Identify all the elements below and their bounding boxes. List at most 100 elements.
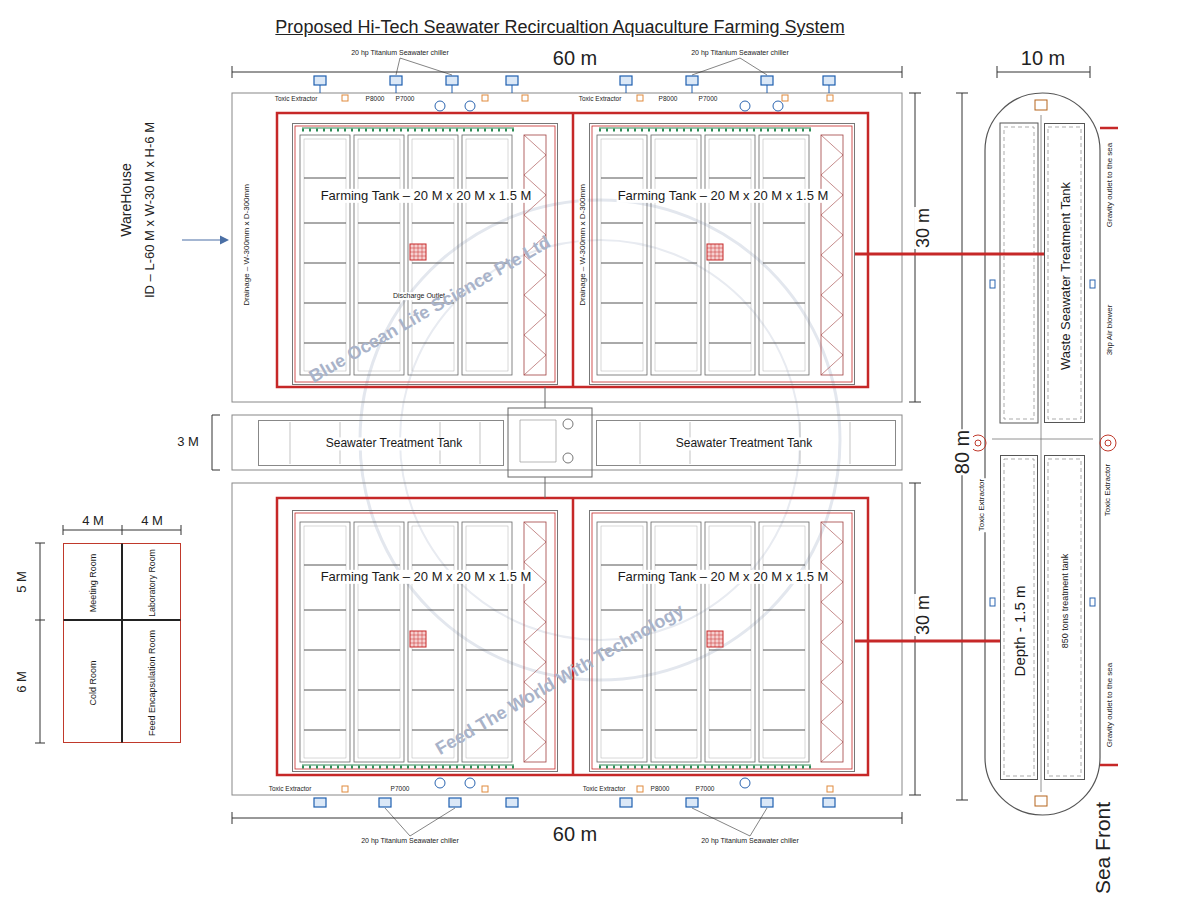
drawing-circle [465,778,475,788]
drawing-rect [827,786,833,792]
note-label: Drainage – W-300mm x D-300mm [243,183,252,307]
treatment-tank: Seawater Treatment Tank [596,420,896,466]
drawing-rect [637,95,643,101]
note-label: 20 hp Titanium Seawater chiller [700,837,800,845]
drawing-path [985,93,1100,815]
dimension-label: Sea Front [1091,801,1114,895]
note-label: 20 hp Titanium Seawater chiller [690,49,790,57]
node-label: Farming Tank – 20 M x 20 M x 1.5 M [320,570,533,584]
drawing-rect [342,95,348,101]
dimension-label: 4 M [81,514,105,528]
drawing-circle [1105,440,1111,446]
farming-tank: Farming Tank – 20 M x 20 M x 1.5 M [292,510,558,772]
drawing-circle [740,101,750,111]
dimension-label: 10 m [1020,47,1066,69]
drawing-rect [277,498,868,775]
drawing-line [182,239,222,240]
drawing-path [35,543,45,743]
diagram-title: Proposed Hi-Tech Seawater Recircualtion … [275,17,844,38]
drawing-rect [1035,100,1047,110]
drawing-rect [232,93,902,402]
waste-tank: Waste Seawater Treatment Tank [1044,123,1085,423]
room-box: Feed Encapsulation Room [122,620,181,743]
dimension-label: 60 m [552,823,598,845]
node-label: Seawater Treatment Tank [325,437,464,450]
drawing-rect [620,798,632,807]
drawing-use [599,128,811,130]
dimension-label: 60 m [552,47,598,69]
pipe-connector [855,640,1000,643]
dimension-label: WareHouse [119,162,134,237]
drawing-rect [232,415,902,470]
note-label: P7000 [698,95,719,102]
treatment-lane: 850 tons treatment tank [1044,455,1085,780]
note-label: P8000 [650,785,671,792]
drawing-rect [990,280,995,288]
room-box: Cold Room [63,620,122,743]
room-box: Meeting Room [63,543,122,620]
drawing-use [599,765,811,767]
drawing-rect [1090,598,1095,606]
drawing-rect [1000,123,1038,423]
drawing-rect [1048,127,1081,419]
note-label: Toxic Extractor [978,478,987,532]
drawing-rect [686,76,698,85]
note-label: Toxic Extractor [274,95,319,102]
node-label: Feed Encapsulation Room [148,628,158,736]
node-label: 850 tons treatment tank [1061,553,1071,650]
drawing-g [970,435,1116,451]
drawing-g [990,280,1095,606]
node-label: Farming Tank – 20 M x 20 M x 1.5 M [320,189,533,203]
drawing-path [520,420,556,462]
dimension-label: ID – L-60 M x W-30 M x H-6 M [143,121,157,299]
dimension-label: 6 M [15,670,29,694]
drawing-use [302,765,514,767]
drawing-rect [827,95,833,101]
dimension-label: 30 m [914,594,934,636]
note-label: Toxic Extractor [578,95,623,102]
dimension-label: 3 M [176,435,200,449]
drawing-line [572,113,575,387]
drawing-line [992,439,1093,440]
drawing-rect [761,76,773,85]
drawing-circle [1100,435,1116,451]
drawing-rect [342,786,348,792]
note-label: P7000 [695,785,716,792]
note-label: Gravity outlet to the sea [1106,142,1115,229]
drawing-path [320,85,829,93]
drawing-rect [506,76,518,85]
drawing-g [35,66,1090,824]
dimension-label: 4 M [140,514,164,528]
drawing-rect [823,76,835,85]
note-label: Drainage – W-300mm x D-300mm [579,183,588,307]
dimension-label: 5 M [15,570,29,594]
drawing-circle [773,101,783,111]
drawing-rect [761,798,773,807]
drawing-circle [563,419,573,429]
drawing-rect [482,95,488,101]
drawing-path [909,483,921,795]
note-label: P8000 [658,95,679,102]
note-label: P8000 [365,95,386,102]
drawing-path [1100,128,1118,765]
drawing-rect [522,95,528,101]
drawing-circle [563,453,573,463]
note-label: Toxic Extractor [1104,463,1113,517]
pond-lane: Depth - 1.5 m [1000,455,1038,780]
drawing-rect [1090,280,1095,288]
drawing-rect [1004,459,1034,776]
drawing-path [290,422,850,464]
node-label: Laboratory Room [148,548,158,618]
drawing-circle [435,101,445,111]
node-label: Farming Tank – 20 M x 20 M x 1.5 M [617,189,830,203]
drawing-path [212,415,220,470]
note-label: Gravity outlet to the sea [1106,662,1115,749]
note-label: 20 hp Titanium Seawater chiller [350,49,450,57]
drawing-rect [1004,127,1034,419]
drawing-rect [482,786,488,792]
note-label: Toxic Extractor [268,785,313,792]
drawing-rect [390,76,402,85]
drawing-use [295,513,555,769]
